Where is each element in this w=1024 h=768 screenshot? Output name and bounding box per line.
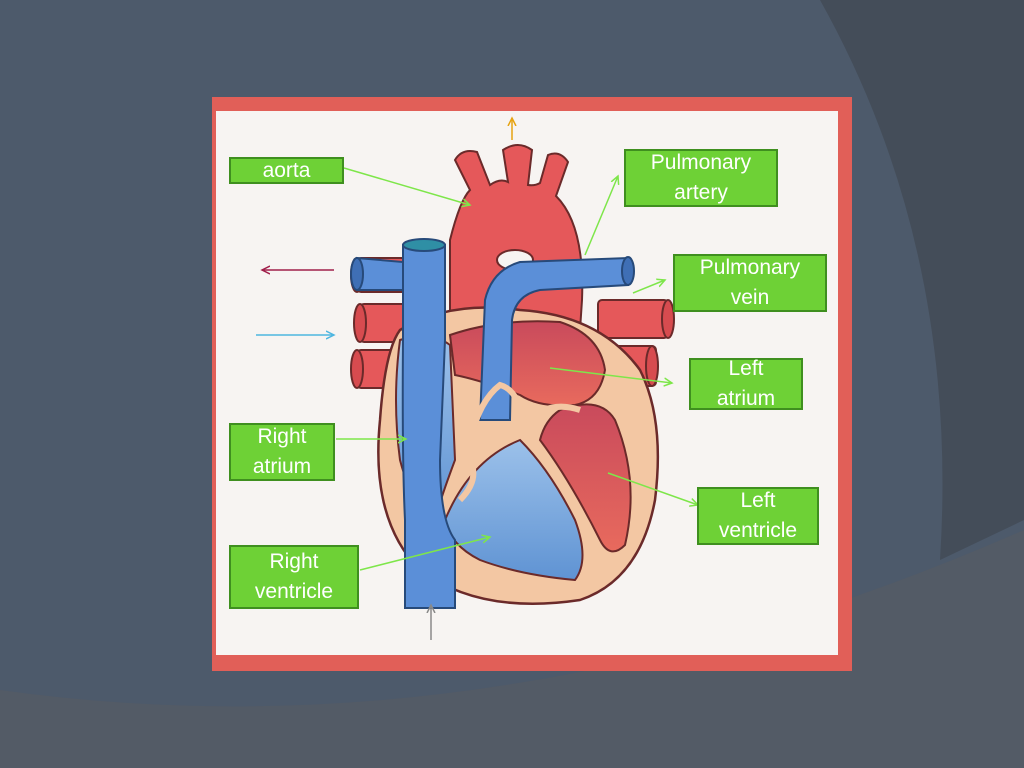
label-pulmonary-vein: Pulmonary vein — [673, 254, 827, 312]
left-ventricle-chamber — [538, 403, 632, 553]
label-left-ventricle: Left ventricle — [697, 487, 819, 545]
vena-cava — [401, 244, 456, 609]
label-aorta: aorta — [229, 157, 344, 184]
valve-shapes — [457, 381, 581, 503]
label-right-ventricle: Right ventricle — [229, 545, 359, 609]
right-ventricle-pointer — [359, 537, 490, 571]
aorta-pointer — [343, 167, 470, 205]
left-atrium-pointer — [549, 367, 672, 383]
pulmonary-vein-pointer — [632, 280, 665, 294]
left-ventricle-pointer — [607, 472, 698, 505]
heart-illustration — [256, 111, 838, 640]
right-ventricle-chamber — [443, 438, 584, 582]
label-pulmonary-artery: Pulmonary artery — [624, 149, 778, 207]
background-swoosh-bottom — [0, 530, 1024, 768]
label-left-atrium: Left atrium — [689, 357, 803, 410]
pulmonary-artery-pointer — [584, 176, 618, 256]
background-swoosh-right — [820, 0, 1024, 560]
label-right-atrium: Right atrium — [229, 423, 335, 481]
